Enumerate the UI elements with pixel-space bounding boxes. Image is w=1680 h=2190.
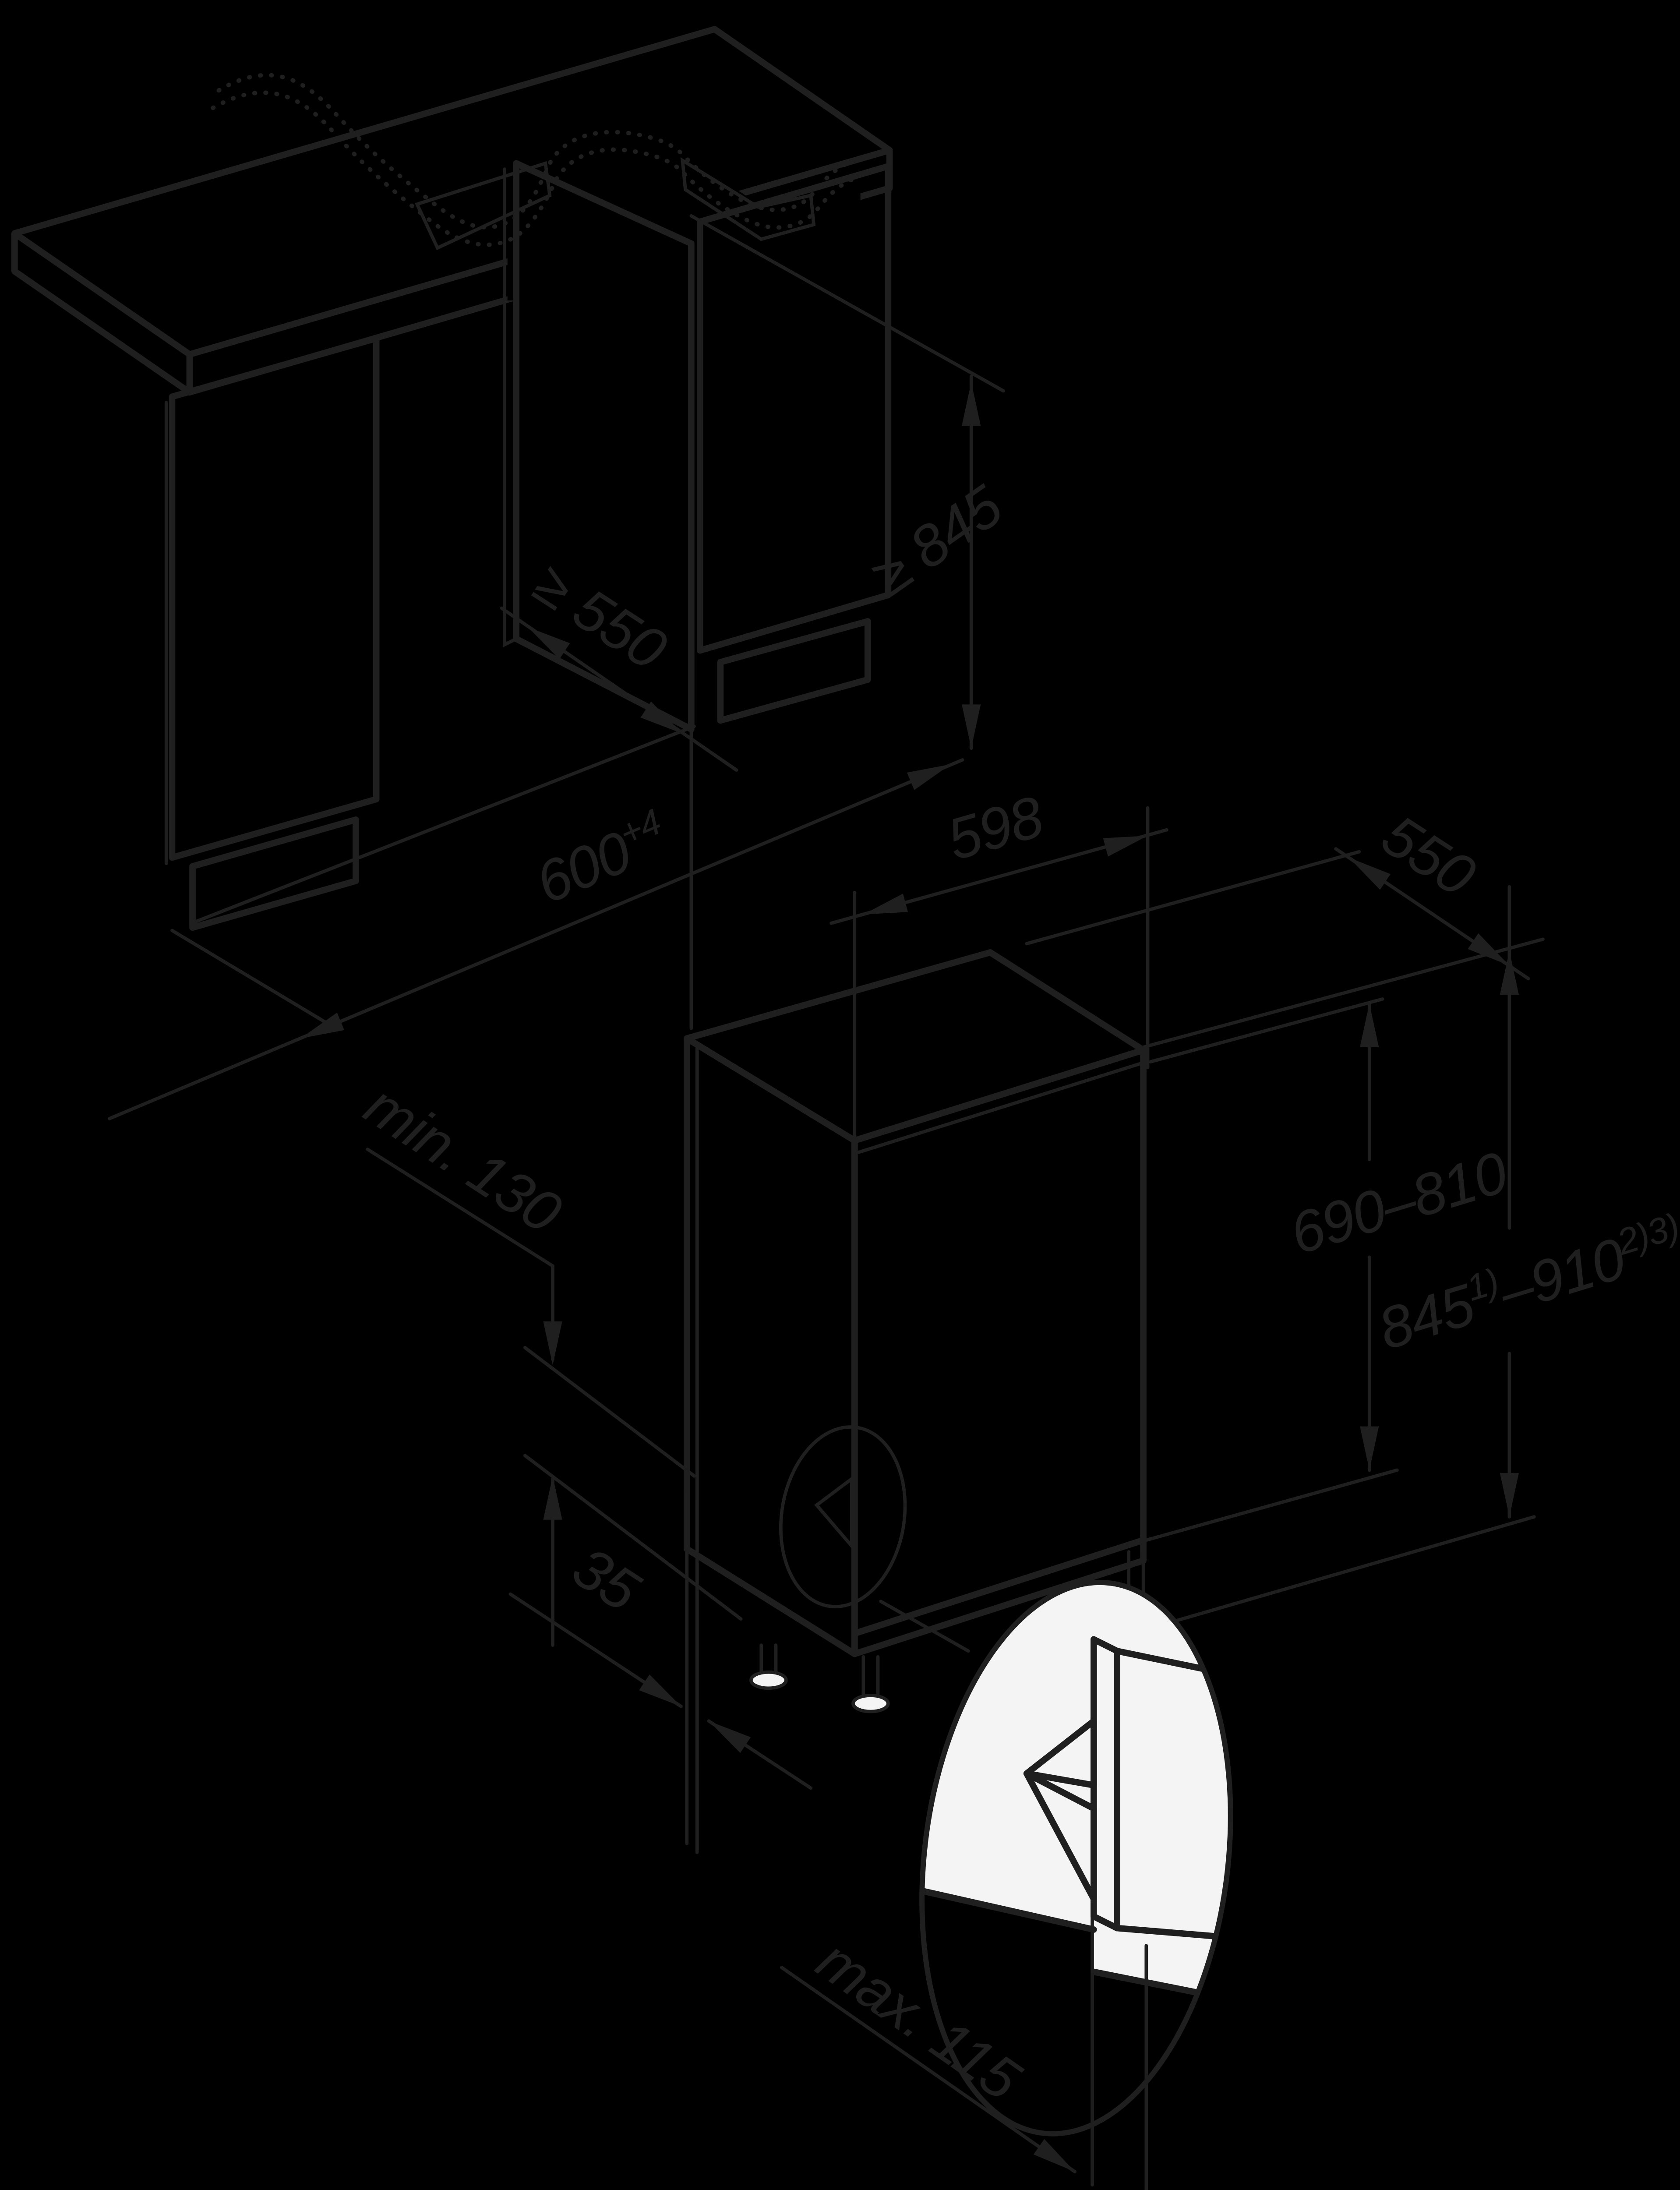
top-extension	[1141, 937, 1545, 1049]
detail-ellipse-outline	[919, 1579, 1233, 2137]
appliance-top-face	[684, 949, 1147, 1144]
plinth-clearance-dimension-label: min. 130	[354, 1072, 572, 1246]
arrow-up-icon	[962, 382, 981, 426]
arrow-left-icon	[863, 894, 908, 915]
front-offset-dimension-label: 35	[561, 1534, 651, 1624]
niche-depth-dimension-label: ≥ 550	[523, 550, 678, 682]
countertop-left-edge	[11, 230, 193, 396]
door-bottom-extension	[1144, 1468, 1399, 1542]
arrow-up-left-icon	[528, 627, 570, 660]
arrow-up-icon	[1500, 951, 1519, 995]
arrow-down-right-icon	[640, 701, 683, 734]
niche-height-extension	[689, 214, 1005, 393]
depth-dimension-label: 550	[1371, 802, 1486, 909]
arrow-up-icon	[1360, 1003, 1379, 1047]
plinth-detail-figure: max. 115	[780, 1579, 1261, 2190]
foot-bracket-small	[814, 1475, 854, 1551]
right-cabinet-front	[697, 163, 892, 654]
niche-figure: ≥ 845 ≥ 550 600+4	[11, 26, 1014, 1120]
plinth-depth-dim-left	[780, 1966, 1076, 2173]
plinth-leader-line	[366, 1148, 554, 1268]
arrow-down-right-icon	[639, 1674, 681, 1706]
niche-width-extension	[170, 929, 330, 1026]
arrow-down-icon	[543, 1321, 562, 1365]
detail-callout-ellipse	[779, 1425, 907, 1608]
arrow-left-icon	[300, 1012, 345, 1038]
niche-floor-line	[194, 724, 696, 924]
door-top-extension	[1149, 997, 1384, 1063]
floor-extension	[1161, 1515, 1536, 1627]
arrow-down-icon	[962, 704, 981, 749]
depth-extension-left	[1025, 850, 1361, 946]
foot-bracket-detail-upper	[1023, 1717, 1097, 1789]
front-panel-height-dimension-label: 690–810	[1283, 1139, 1514, 1267]
detail-floor-left	[892, 1867, 1094, 2144]
width-dimension-label: 598	[940, 784, 1050, 873]
arrow-up-icon	[543, 1476, 562, 1520]
arrow-down-right-icon	[1468, 933, 1510, 966]
arrow-down-icon	[1500, 1473, 1519, 1517]
arrow-down-right-icon	[1033, 2139, 1075, 2172]
right-cabinet-plinth	[717, 618, 871, 724]
countertop-cutout	[507, 154, 861, 300]
niche-width-dim-line	[107, 758, 964, 1120]
arrow-down-icon	[1360, 1426, 1379, 1470]
niche-side-wall-front-edge	[503, 167, 518, 647]
break-line-dotted-upper	[216, 73, 860, 230]
arrow-right-icon	[907, 764, 951, 790]
door-top-inner-edge	[857, 1060, 1148, 1154]
arrow-up-left-icon	[709, 1721, 751, 1753]
countertop-torn-edge-left	[415, 161, 552, 251]
left-cabinet-front	[169, 335, 380, 861]
arrow-right-icon	[1103, 836, 1148, 857]
plinth-ref-lower	[523, 1454, 743, 1621]
left-cabinet-plinth	[189, 816, 359, 931]
appliance-side-face	[684, 1035, 858, 1657]
niche-width-dimension-label: 600+4	[526, 801, 677, 916]
niche-height-dimension-label: ≥ 845	[860, 473, 1014, 608]
detail-floor-right	[1094, 1971, 1261, 2151]
detail-leader-line	[879, 1600, 970, 1653]
plinth-ref-upper	[523, 1346, 696, 1478]
arrow-up-left-icon	[1349, 857, 1391, 890]
